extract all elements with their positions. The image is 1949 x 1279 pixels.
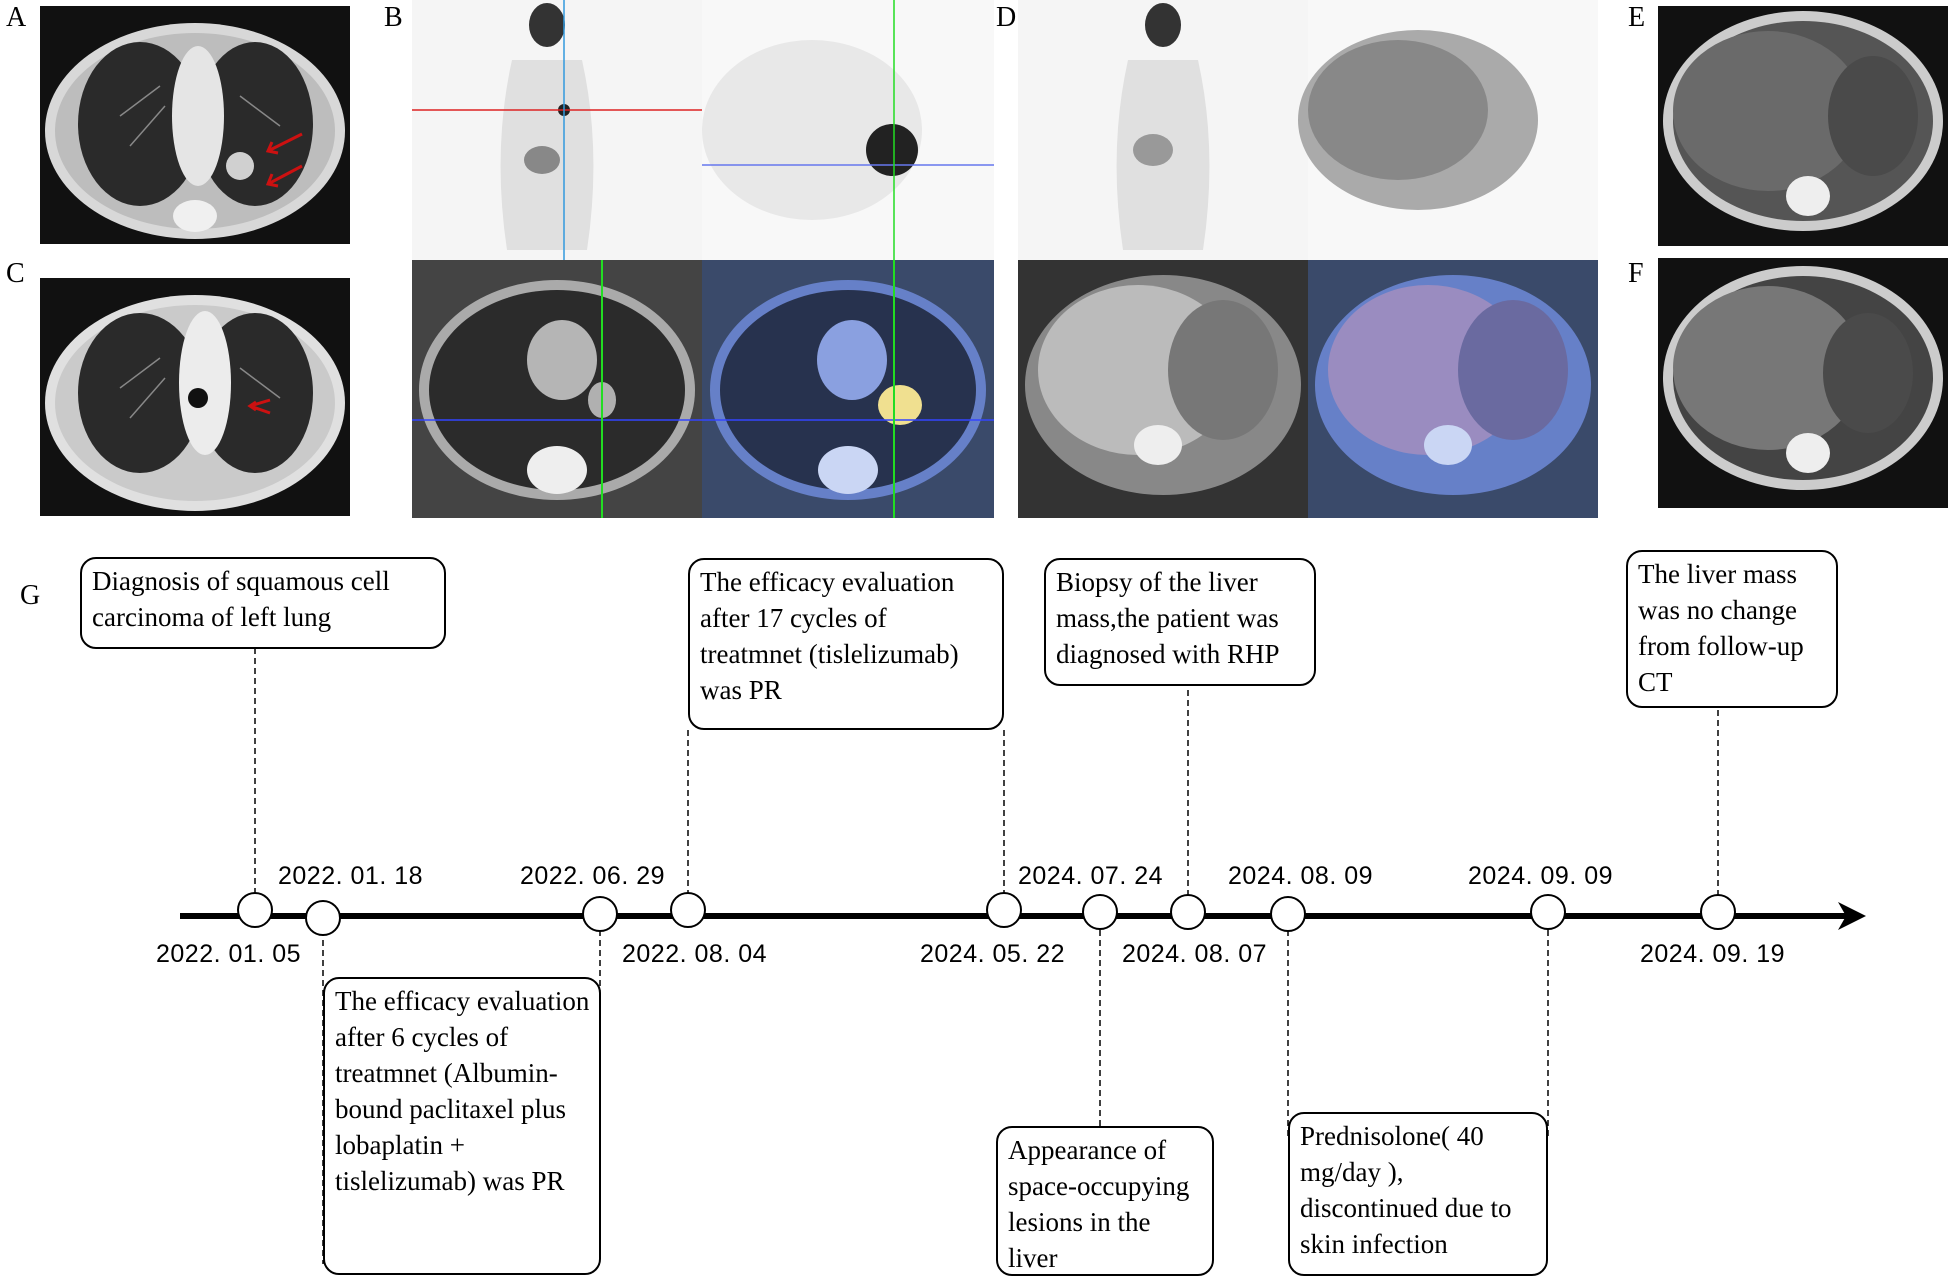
date-label-2022-01-18: 2022. 01. 18 <box>278 862 424 890</box>
connector-lines <box>254 648 1719 1264</box>
event-box-follow-up: The liver mass was no change from follow… <box>1626 550 1838 708</box>
date-label-2024-05-22: 2024. 05. 22 <box>920 940 1066 968</box>
panel-label-f: F <box>1628 258 1644 289</box>
event-box-second-evaluation: The efficacy evaluation after 17 cycles … <box>688 558 1004 730</box>
date-label-2024-09-19: 2024. 09. 19 <box>1640 940 1786 968</box>
ct-image-c <box>40 278 350 516</box>
event-box-biopsy: Biopsy of the liver mass,the patient was… <box>1044 558 1316 686</box>
event-box-liver-lesions: Appearance of space-occupying lesions in… <box>996 1126 1214 1276</box>
event-marker-2024-09-09 <box>1530 894 1566 930</box>
arrow-icon <box>265 132 303 155</box>
ct-image-f <box>1658 258 1948 508</box>
ct-image-a <box>40 6 350 244</box>
panel-label-a: A <box>6 2 27 33</box>
date-label-2024-09-09: 2024. 09. 09 <box>1468 862 1614 890</box>
date-label-2022-01-05: 2022. 01. 05 <box>156 940 302 968</box>
event-marker-2022-06-29 <box>582 896 618 932</box>
panel-label-g: G <box>20 580 41 611</box>
pet-ct-image-b <box>412 0 994 518</box>
event-box-first-evaluation: The efficacy evaluation after 6 cycles o… <box>323 977 601 1275</box>
date-label-2024-07-24: 2024. 07. 24 <box>1018 862 1164 890</box>
ct-image-e <box>1658 6 1948 246</box>
panel-label-d: D <box>996 2 1017 33</box>
pet-ct-image-d <box>1018 0 1598 518</box>
event-box-prednisolone: Prednisolone( 40 mg/day ), discontinued … <box>1288 1112 1548 1276</box>
date-label-2024-08-07: 2024. 08. 07 <box>1122 940 1268 968</box>
timeline-arrowhead <box>1838 902 1866 930</box>
event-marker-2024-05-22 <box>986 892 1022 928</box>
event-marker-2024-09-19 <box>1700 894 1736 930</box>
date-label-2022-06-29: 2022. 06. 29 <box>520 862 666 890</box>
panel-label-e: E <box>1628 2 1646 33</box>
date-label-2022-08-04: 2022. 08. 04 <box>622 940 768 968</box>
date-label-2024-08-09: 2024. 08. 09 <box>1228 862 1374 890</box>
event-marker-2022-08-04 <box>670 892 706 928</box>
event-marker-2024-07-24 <box>1082 894 1118 930</box>
event-marker-2022-01-18 <box>305 900 341 936</box>
panel-label-b: B <box>384 2 403 33</box>
event-box-diagnosis: Diagnosis of squamous cell carcinoma of … <box>80 557 446 649</box>
arrow-icon <box>265 164 303 188</box>
event-marker-2024-08-07 <box>1170 894 1206 930</box>
event-marker-2024-08-09 <box>1270 896 1306 932</box>
panel-label-c: C <box>6 258 25 289</box>
event-markers <box>237 892 1736 936</box>
event-marker-2022-01-05 <box>237 892 273 928</box>
